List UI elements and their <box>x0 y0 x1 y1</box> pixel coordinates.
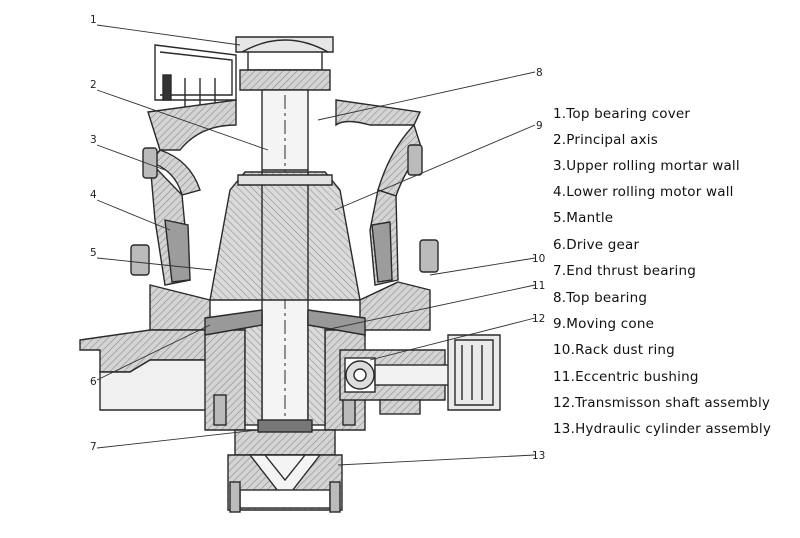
legend-item-5: 5.Mantle <box>553 210 614 226</box>
callout-5: 5 <box>90 247 97 259</box>
legend-item-6: 6.Drive gear <box>553 237 640 253</box>
callout-7: 7 <box>90 441 97 453</box>
legend-item-2: 2.Principal axis <box>553 132 658 148</box>
callout-8: 8 <box>536 67 543 79</box>
legend-item-12: 12.Transmisson shaft assembly <box>553 395 771 411</box>
left-mortar-walls <box>130 147 211 331</box>
base-part <box>227 419 343 513</box>
legend-item-10: 10.Rack dust ring <box>553 342 675 358</box>
callout-10: 10 <box>532 253 545 265</box>
top-bearing-cover-part <box>235 36 334 91</box>
legend-item-13: 13.Hydraulic cylinder assembly <box>553 421 772 437</box>
legend-item-8: 8.Top bearing <box>553 290 648 306</box>
callout-numbers: 1 2 3 4 5 6 7 8 9 10 11 12 13 <box>90 14 545 462</box>
legend-item-4: 4.Lower rolling motor wall <box>553 184 734 200</box>
eccentric-bushing-part <box>204 309 366 426</box>
callout-13: 13 <box>532 450 545 462</box>
callout-9: 9 <box>536 120 543 132</box>
callout-12: 12 <box>532 313 545 325</box>
moving-cone-part <box>209 171 361 301</box>
callout-6: 6 <box>90 376 97 388</box>
leader-lines <box>96 24 536 466</box>
legend-item-9: 9.Moving cone <box>553 316 655 332</box>
legend-item-11: 11.Eccentric bushing <box>553 369 699 385</box>
callout-1: 1 <box>90 14 97 26</box>
right-mortar-walls <box>359 123 439 331</box>
crusher-drawing <box>79 36 501 513</box>
transmission-shaft-part <box>339 334 501 415</box>
legend-item-7: 7.End thrust bearing <box>553 263 696 279</box>
upper-frame-part <box>147 44 422 151</box>
callout-4: 4 <box>90 189 97 201</box>
legend-item-1: 1.Top bearing cover <box>553 106 691 122</box>
callout-2: 2 <box>90 79 97 91</box>
callout-3: 3 <box>90 134 97 146</box>
legend-item-3: 3.Upper rolling mortar wall <box>553 158 740 174</box>
callout-11: 11 <box>532 280 545 292</box>
